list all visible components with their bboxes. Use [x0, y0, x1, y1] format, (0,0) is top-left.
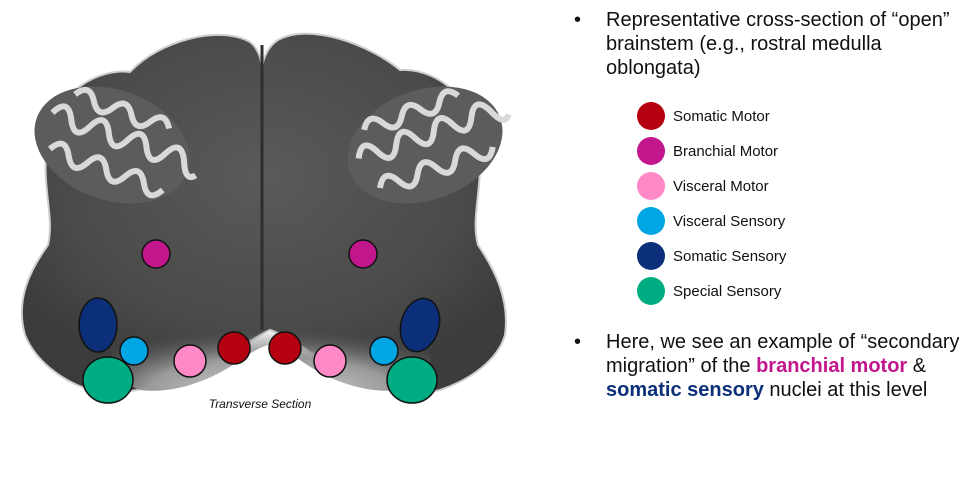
- legend-swatch: [637, 137, 665, 165]
- bullet-text: Representative cross-section of “open” b…: [606, 9, 950, 79]
- legend-label: Branchial Motor: [673, 143, 779, 160]
- text-segment: &: [907, 355, 927, 377]
- legend-swatch: [637, 242, 665, 270]
- right-olive: [347, 86, 512, 204]
- legend-label: Somatic Sensory: [673, 248, 787, 265]
- nucleus-somatic-sensory-left: [78, 297, 118, 353]
- highlight-somatic-sensory: somatic sensory: [606, 379, 764, 401]
- bullet-text: Here, we see an example of “secondary mi…: [606, 330, 959, 402]
- brainstem-figure: Transverse Section: [20, 32, 512, 411]
- nucleus-special-sensory-right: [386, 356, 438, 404]
- text-segment: nuclei at this level: [763, 379, 928, 401]
- legend-swatch: [637, 277, 665, 305]
- legend-label: Visceral Motor: [673, 178, 769, 195]
- nucleus-branchial-motor-left: [141, 239, 171, 269]
- legend-label: Somatic Motor: [673, 108, 770, 125]
- nucleus-somatic-sensory-right: [399, 297, 441, 353]
- highlight-branchial-motor: branchial motor: [756, 355, 908, 377]
- figure-caption: Transverse Section: [208, 397, 312, 411]
- brainstem-section-image: [20, 32, 512, 404]
- bullet-marker: •: [574, 331, 582, 353]
- nucleus-visceral-motor-left: [173, 344, 207, 378]
- legend-label: Special Sensory: [673, 283, 782, 300]
- text-segment: Here, we see an example of “secondary mi…: [606, 331, 959, 377]
- nucleus-branchial-motor-right: [348, 239, 378, 269]
- nucleus-somatic-motor-left: [217, 331, 251, 365]
- legend-swatch: [637, 102, 665, 130]
- nucleus-visceral-sensory-right: [369, 336, 399, 366]
- nuclei-group: [78, 239, 441, 404]
- legend-swatch: [637, 207, 665, 235]
- legend-swatch: [637, 172, 665, 200]
- legend-label: Visceral Sensory: [673, 213, 786, 230]
- nucleus-visceral-sensory-left: [119, 336, 149, 366]
- nucleus-somatic-motor-right: [268, 331, 302, 365]
- nucleus-visceral-motor-right: [313, 344, 347, 378]
- nucleus-special-sensory-left: [82, 356, 134, 404]
- left-olive: [34, 86, 198, 204]
- bullet-marker: •: [574, 9, 582, 31]
